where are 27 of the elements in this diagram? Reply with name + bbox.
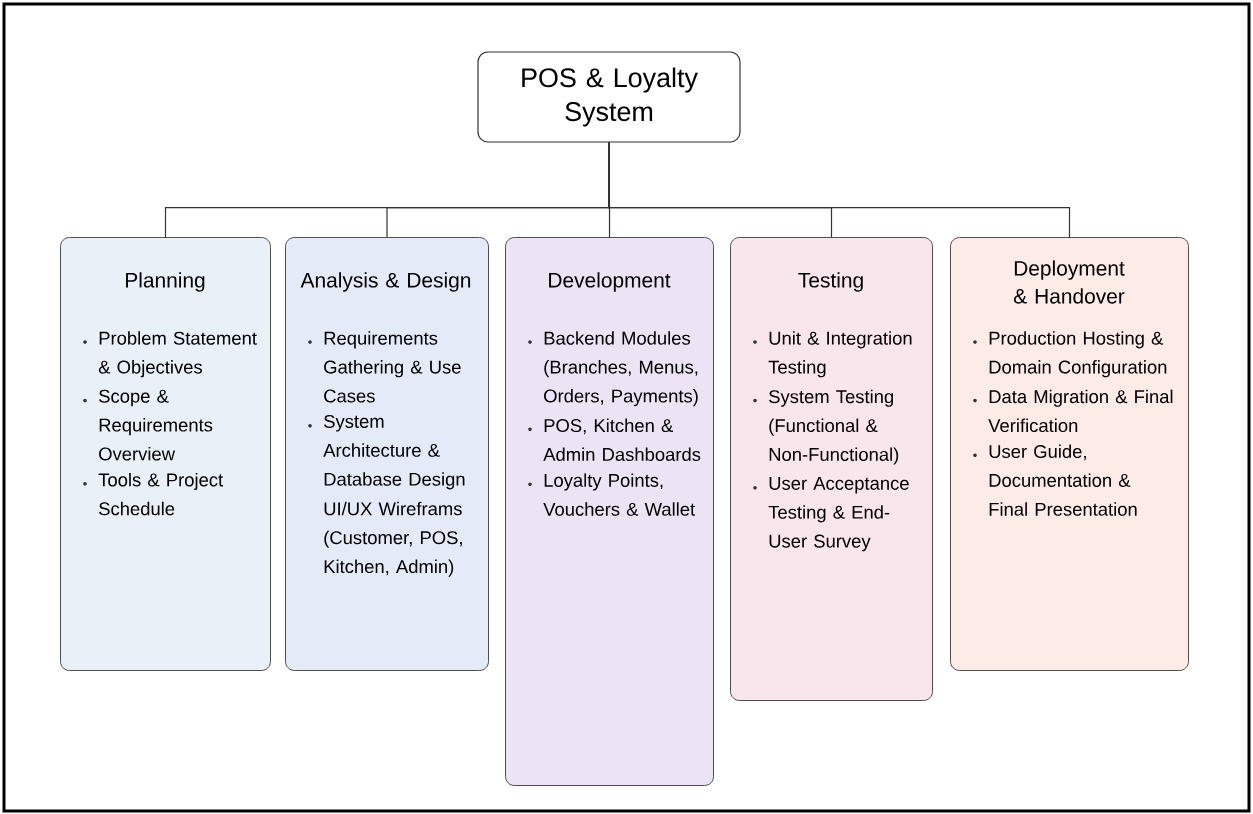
bullet-item: Production Hosting & Domain Configuration — [973, 331, 1167, 378]
phase-box — [60, 237, 271, 671]
bullet-item: Tools & Project Schedule — [83, 472, 223, 516]
phase-box — [285, 237, 489, 671]
bullet-item: Requirements Gathering & Use Cases — [308, 331, 461, 403]
bullet-item: Data Migration & Final Verification — [973, 389, 1173, 433]
title-box: POS & Loyalty System — [477, 51, 741, 143]
bullet-item: System Architecture & Database Design — [308, 414, 465, 490]
phase-heading: Testing — [798, 272, 863, 292]
list-item: UI/UX Wireframs (Customer, POS, Kitchen, Admin) — [324, 501, 462, 577]
bullet-item: POS, Kitchen & Admin Dashboards — [528, 418, 701, 461]
phase-heading: Analysis & Design — [300, 272, 471, 292]
phase-heading: Planning — [126, 272, 205, 292]
bullet-item: Loyalty Points, Vouchers & Wallet — [528, 473, 695, 516]
bullet-item: System Testing (Functional & Non-Functional) — [753, 389, 899, 465]
phase-heading: Development — [549, 272, 671, 292]
phase-box — [950, 237, 1189, 671]
phase-box — [730, 237, 933, 701]
bullet-item: User Guide, Documentation & Final Presentation — [973, 444, 1137, 516]
bullet-item: Scope & Requirements Overview — [83, 389, 213, 461]
connector — [608, 142, 1071, 238]
bullet-item: Backend Modules (Branches, Menus, Orders, Payments) — [528, 331, 698, 407]
bullet-item: Problem Statement & Objectives — [83, 331, 257, 378]
bullet-item: User Acceptance Testing & End-User Survey — [753, 477, 909, 552]
phase-box — [505, 237, 714, 786]
bullet-item: Unit & Integration Testing — [753, 331, 912, 378]
phase-heading: Deployment & Handover — [1013, 260, 1125, 304]
